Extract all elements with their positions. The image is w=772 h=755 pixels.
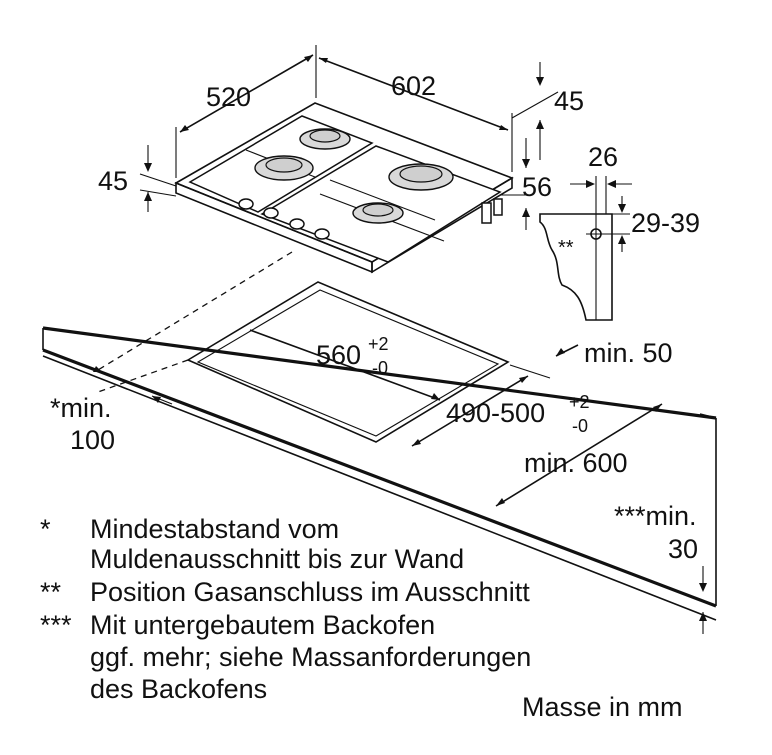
gas-connection-marker: ** xyxy=(558,237,574,259)
note-text: Mit untergebautem Backofen xyxy=(90,610,435,640)
burner-front-right xyxy=(352,202,404,224)
dim-cutout-depth: 490-500 xyxy=(446,398,545,428)
control-knobs xyxy=(238,198,330,240)
hob-drawing xyxy=(174,102,514,274)
grate-bar xyxy=(329,179,436,221)
worktop-cutout xyxy=(186,281,510,443)
note-marker: * xyxy=(40,514,51,544)
worktop-front-edge xyxy=(42,348,717,608)
burner-rear-right xyxy=(388,163,454,191)
hob-foot xyxy=(481,202,492,224)
dim-front-clearance: min. 50 xyxy=(584,338,673,368)
dim-wall-clearance-line2: 100 xyxy=(70,425,115,455)
hob-dimension-lines xyxy=(139,45,559,230)
burner-front-left xyxy=(254,155,314,181)
dim-wall-clearance-line1: *min. xyxy=(50,393,112,423)
notes-legend: * Mindestabstand vom Muldenausschnitt bi… xyxy=(40,514,531,704)
worktop-rear-edge xyxy=(42,326,717,420)
dim-worktop-depth: min. 600 xyxy=(524,448,628,478)
dim-cutout-width-tol-plus: +2 xyxy=(368,334,389,354)
units-note: Masse in mm xyxy=(522,692,683,722)
burner-rear-left xyxy=(299,128,351,150)
dim-cutout-width: 560 xyxy=(316,340,361,370)
note-text: Position Gasanschluss im Ausschnitt xyxy=(90,577,530,607)
dim-gas-offset-x: 26 xyxy=(588,142,618,172)
dim-cutout-width-tol-minus: -0 xyxy=(372,358,388,378)
note-text: ggf. mehr; siehe Massanforderungen xyxy=(90,642,531,672)
note-marker: *** xyxy=(40,610,72,640)
worktop-drawing xyxy=(42,251,717,621)
dim-worktop-thickness-line1: ***min. xyxy=(614,501,697,531)
worktop-dimension-lines xyxy=(69,329,707,634)
note-text: Muldenausschnitt bis zur Wand xyxy=(90,544,464,574)
dim-hob-width: 602 xyxy=(391,71,436,101)
dim-gas-offset-y: 29-39 xyxy=(631,208,700,238)
dim-hob-height-left: 45 xyxy=(98,166,128,196)
gas-connection-detail xyxy=(539,176,632,321)
dim-hob-height-right: 45 xyxy=(554,86,584,116)
dim-hob-depth: 520 xyxy=(206,82,251,112)
hob-foot xyxy=(493,198,503,216)
dim-hob-edge-offset: 56 xyxy=(522,172,552,202)
dim-cutout-depth-tol-plus: +2 xyxy=(569,392,590,412)
note-text: Mindestabstand vom xyxy=(90,514,339,544)
dim-worktop-thickness-line2: 30 xyxy=(668,534,698,564)
note-text: des Backofens xyxy=(90,674,267,704)
dim-cutout-depth-tol-minus: -0 xyxy=(572,416,588,436)
note-marker: ** xyxy=(40,577,62,607)
